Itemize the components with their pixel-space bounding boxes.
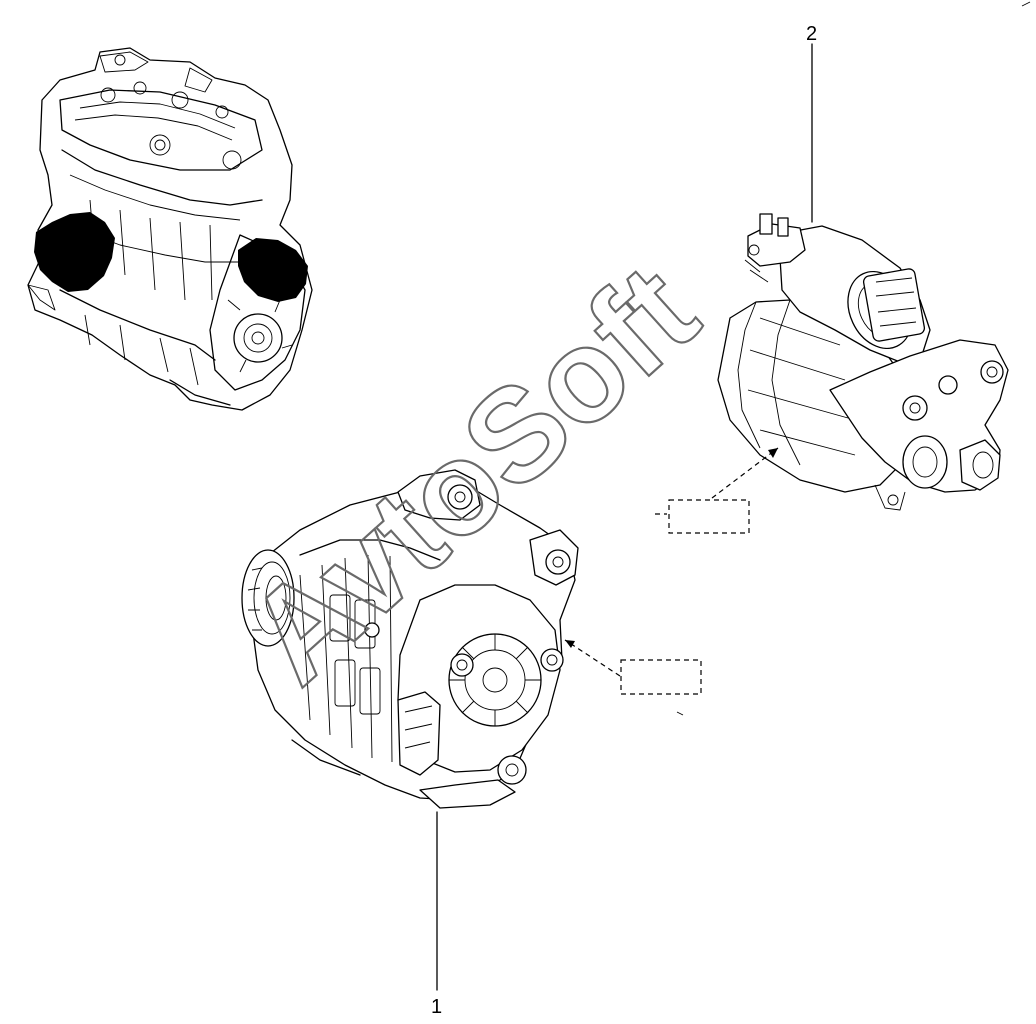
- engine-block-illustration: [27, 47, 313, 411]
- callout-number-2: 2: [806, 23, 817, 45]
- starter-motor-illustration: [717, 213, 1009, 511]
- stray-tick: [676, 711, 684, 716]
- reference-box-alternator: [564, 639, 702, 695]
- corner-mark: [1021, 1, 1031, 7]
- reference-box-starter: [655, 447, 779, 534]
- alternator-illustration: [241, 469, 579, 809]
- callout-number-1: 1: [431, 996, 442, 1018]
- highlight-alternator-location: [34, 212, 115, 292]
- highlight-starter-location: [238, 238, 308, 302]
